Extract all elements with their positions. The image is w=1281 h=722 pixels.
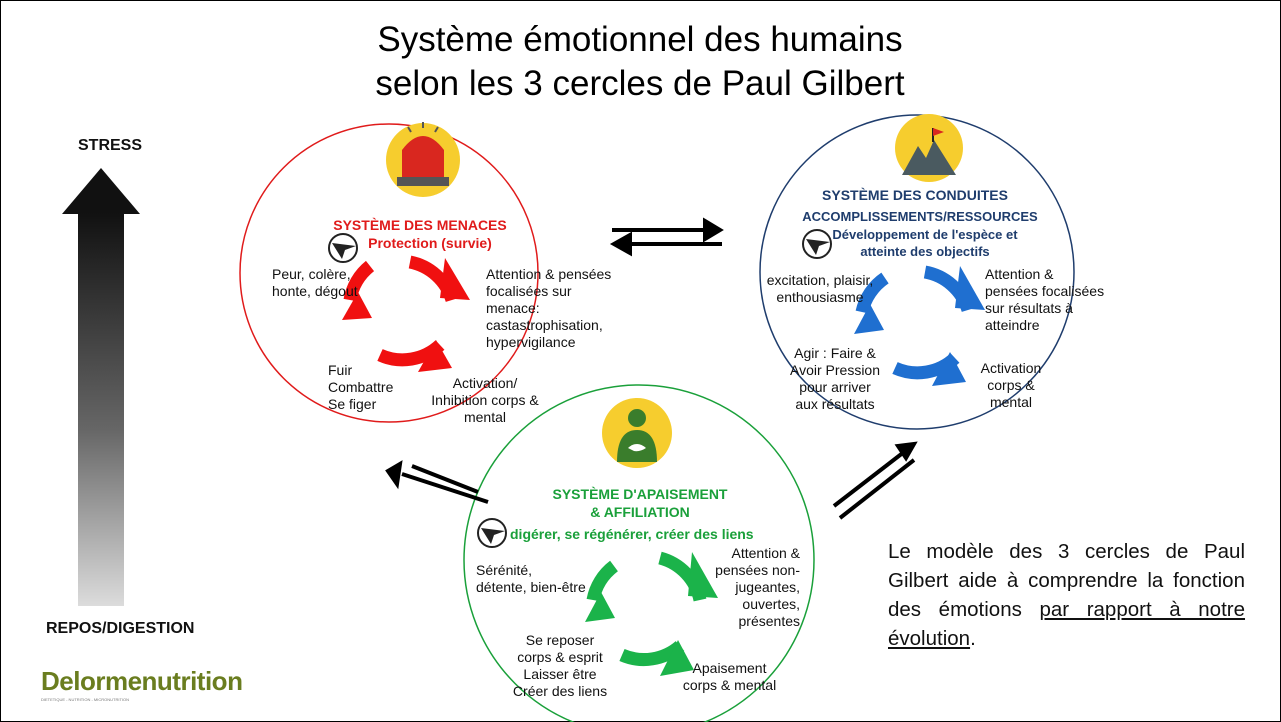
- mountain-flag-icon: [895, 114, 963, 182]
- exchange-arrows-threat-drive: [609, 217, 724, 257]
- soothing-action: Se reposer corps & esprit Laisser être C…: [512, 632, 608, 699]
- threat-emotions: Peur, colère, honte, dégout: [272, 266, 358, 299]
- compass-icon: [477, 518, 507, 548]
- threat-action: Fuir Combattre Se figer: [328, 362, 394, 412]
- drive-activation: Activation corps & mental: [980, 360, 1042, 410]
- threat-attention: Attention & pensées focalisées sur menac…: [486, 266, 612, 350]
- soothing-attention: Attention & pensées non-jugeantes, ouver…: [715, 545, 800, 629]
- drive-emotions: excitation, plaisir, enthousiasme: [766, 272, 874, 305]
- title-line-1: Système émotionnel des humains: [377, 20, 903, 59]
- note-underlined: par rapport à notre évolution: [888, 598, 1246, 650]
- soothing-heading: SYSTÈME D'APAISEMENT: [552, 486, 728, 502]
- stress-arrow: [62, 168, 140, 606]
- person-dove-icon: [602, 398, 672, 468]
- compass-icon: [802, 229, 832, 259]
- drive-subheading: ACCOMPLISSEMENTS/RESSOURCES: [802, 209, 1038, 224]
- drive-cycle-arrowheads: [854, 266, 985, 386]
- drive-heading: SYSTÈME DES CONDUITES: [822, 187, 1008, 203]
- stress-label: STRESS: [78, 137, 143, 154]
- threat-activation: Activation/ Inhibition corps & mental: [431, 375, 539, 425]
- soothing-activation: Apaisement corps & mental: [682, 660, 777, 693]
- drive-purpose: Développement de l'espèce et atteinte de…: [832, 227, 1018, 259]
- exchange-arrows-drive-soothing: [832, 441, 918, 520]
- alarm-light-icon: [386, 122, 460, 197]
- logo-text: Delormenutrition: [41, 666, 243, 696]
- threat-circle: [239, 123, 539, 423]
- soothing-emotions: Sérénité, détente, bien-être: [476, 562, 586, 595]
- exchange-arrows-threat-soothing: [385, 460, 489, 504]
- logo-tagline: DIETETIQUE - NUTRITION - MICRONUTRITION: [41, 697, 129, 702]
- repos-digestion-label: REPOS/DIGESTION: [46, 620, 195, 637]
- drive-attention: Attention & pensées focalisées sur résul…: [985, 266, 1105, 333]
- threat-cycle-arrowheads: [342, 258, 470, 372]
- title-line-2: selon les 3 cercles de Paul Gilbert: [375, 64, 905, 103]
- drive-action: Agir : Faire & Avoir Pression pour arriv…: [790, 345, 881, 412]
- note-text: Le modèle des 3 cercles de Paul Gilbert …: [888, 540, 1245, 621]
- soothing-heading-2: & AFFILIATION: [590, 504, 690, 520]
- page-title: Système émotionnel des humains selon les…: [250, 18, 1030, 106]
- soothing-circle: [463, 384, 815, 722]
- threat-subheading: Protection (survie): [368, 235, 492, 251]
- drive-circle: [759, 114, 1075, 430]
- explanation-note: Le modèle des 3 cercles de Paul Gilbert …: [888, 537, 1245, 653]
- compass-icon: [328, 233, 358, 263]
- note-end: .: [970, 627, 976, 650]
- soothing-subheading: digérer, se régénérer, créer des liens: [510, 526, 754, 542]
- logo: Delormenutrition DIETETIQUE - NUTRITION …: [41, 666, 266, 702]
- threat-heading: SYSTÈME DES MENACES: [333, 217, 507, 233]
- soothing-cycle-arrowheads: [585, 552, 718, 676]
